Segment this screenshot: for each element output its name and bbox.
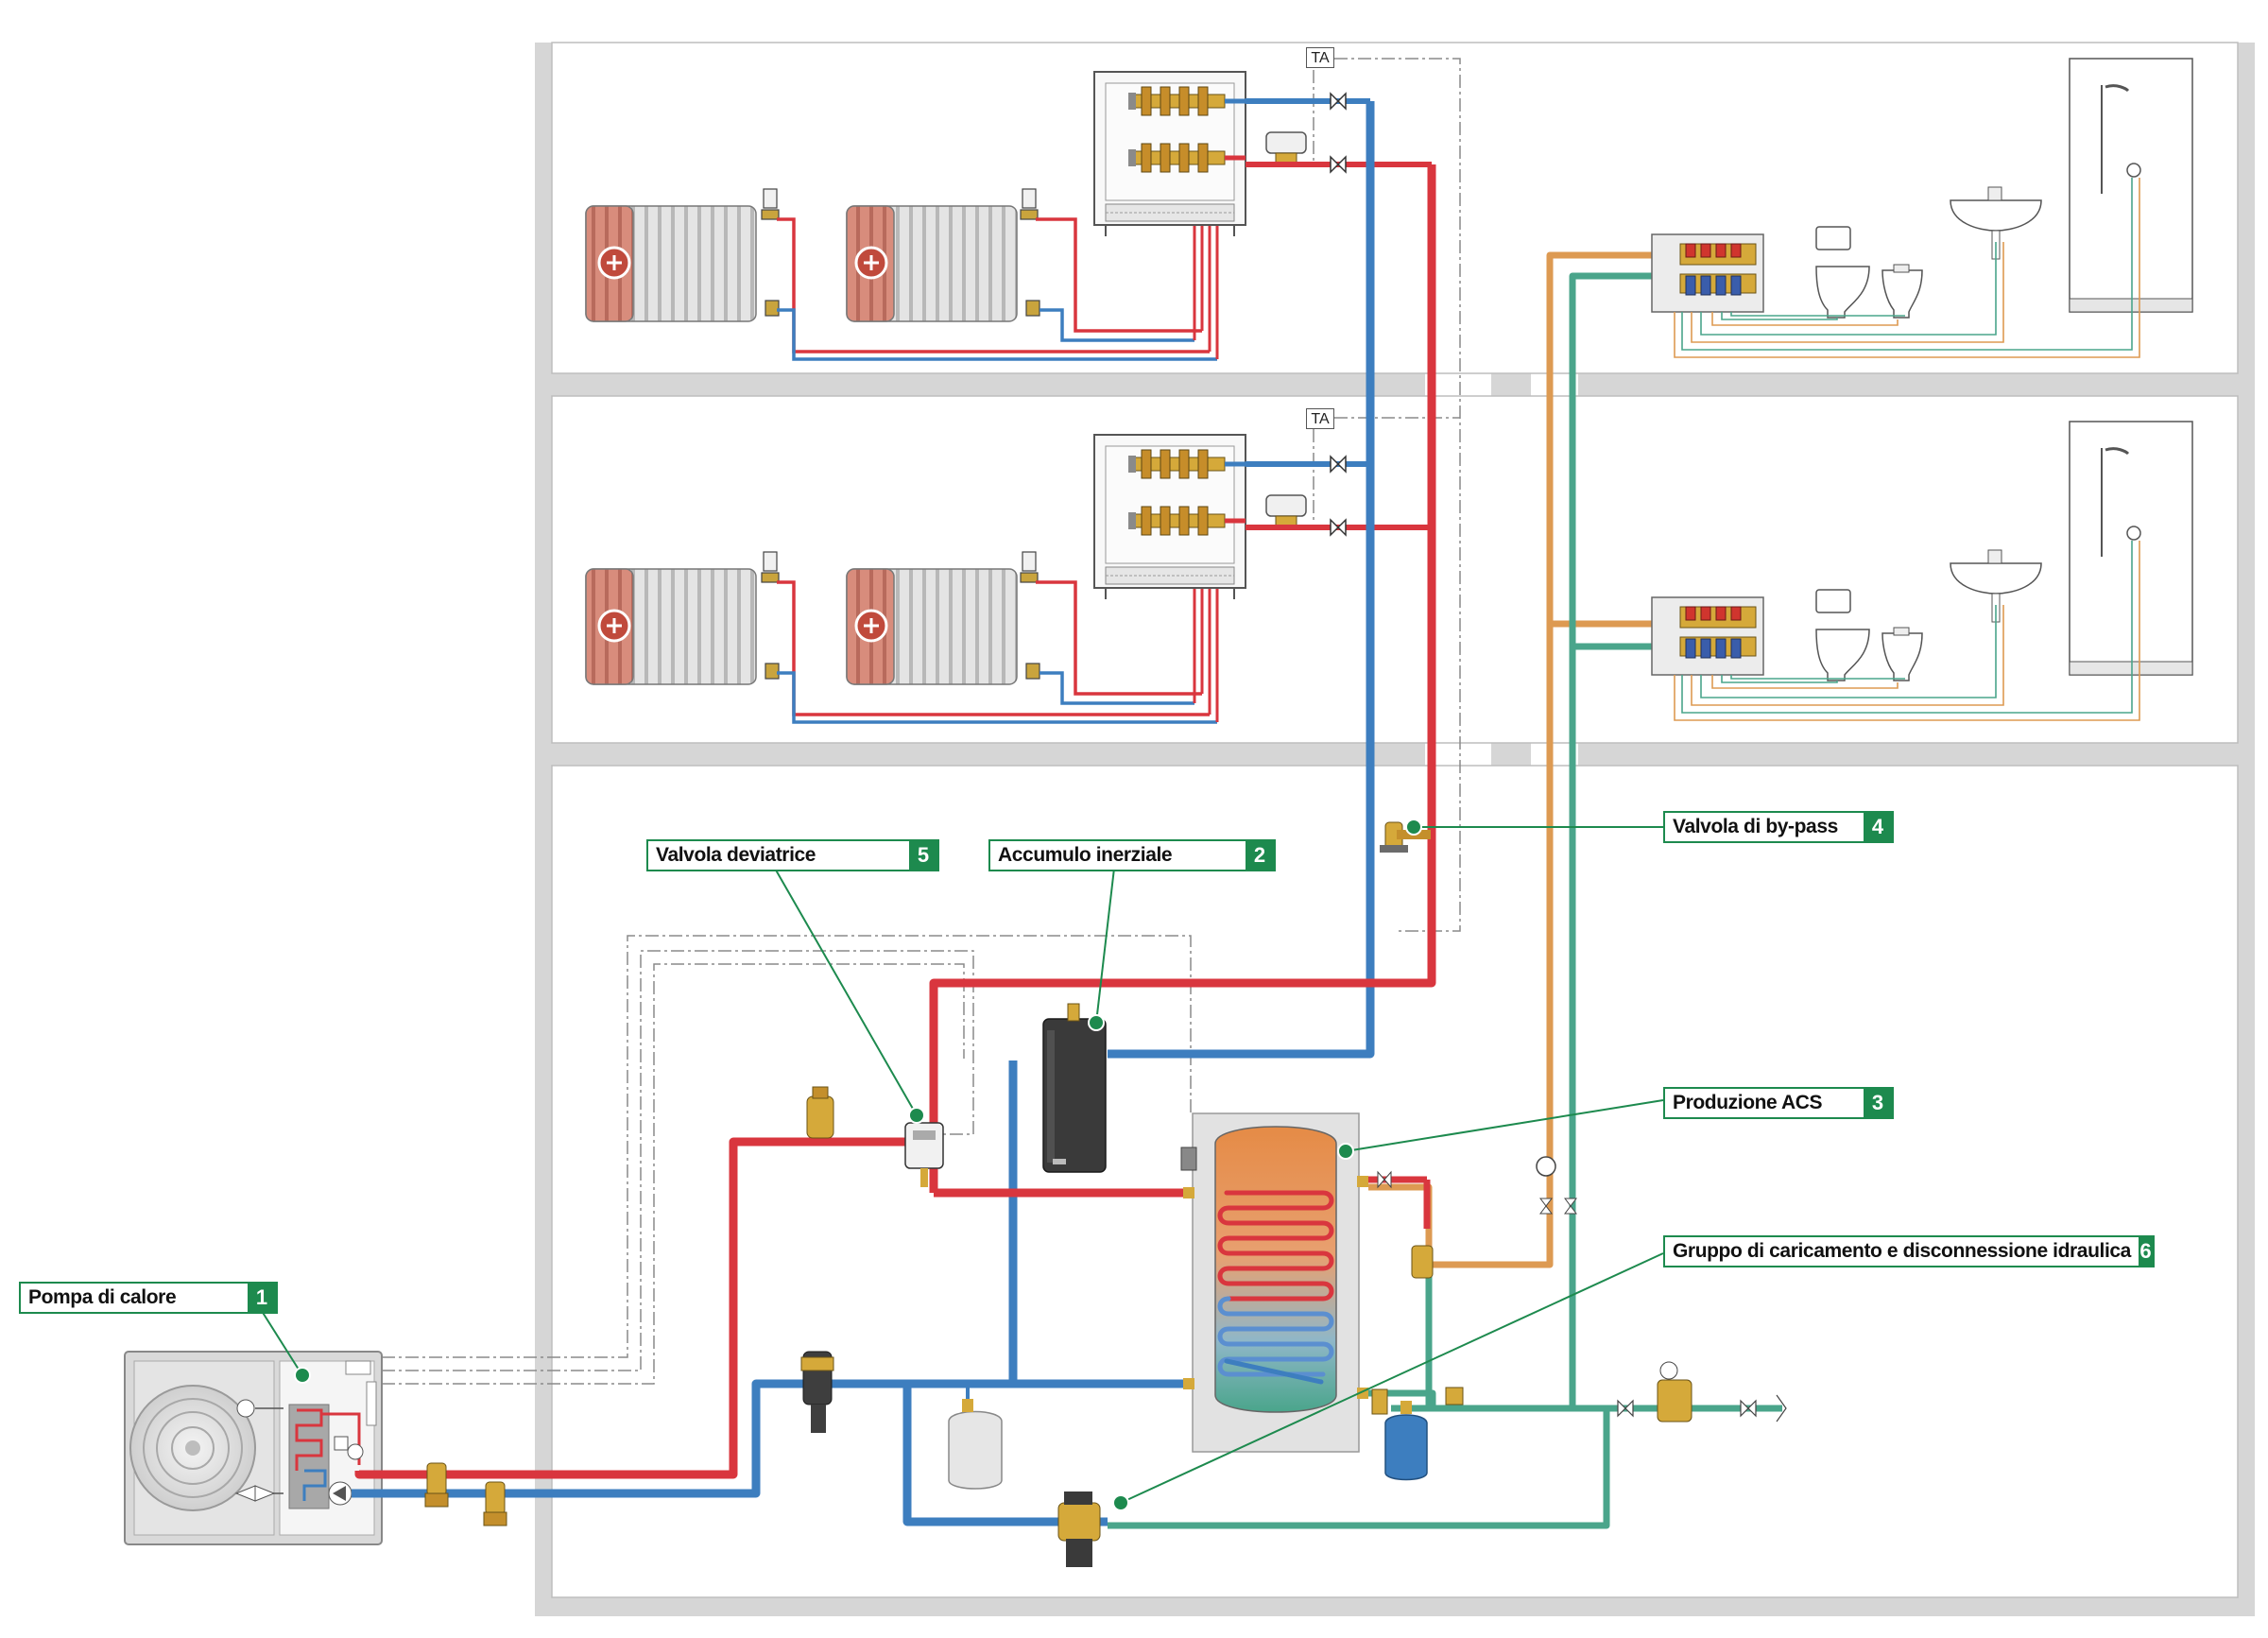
room-thermostat-upper: TA [1306,47,1334,68]
water-risers [1108,251,1782,1529]
callout-number: 1 [248,1284,276,1312]
dhw-tank-body [1180,1112,1368,1453]
buffer-tank-body [1042,1003,1107,1173]
heat-pump-unit [124,1351,383,1545]
callout-number: 3 [1864,1089,1892,1117]
callout-heat-pump: Pompa di calore 1 [19,1282,278,1314]
callout-buffer-tank: Accumulo inerziale 2 [988,839,1276,871]
callout-dhw-production: Produzione ACS 3 [1663,1087,1894,1119]
callout-label: Accumulo inerziale [998,844,1173,866]
manifold-cabinet [1093,71,1246,236]
callout-number: 2 [1246,841,1274,870]
callout-bypass-valve: Valvola di by-pass 4 [1663,811,1894,843]
callout-label: Produzione ACS [1673,1092,1823,1113]
dhw-mixing-group [1377,1156,1577,1279]
primary-components [424,1086,834,1526]
callout-diverter-valve: Valvola deviatrice 5 [646,839,939,871]
callout-label: Valvola deviatrice [656,844,816,866]
radiator [585,205,757,322]
callout-number: 5 [909,841,937,870]
callout-label: Pompa di calore [28,1286,177,1308]
bathroom-fixtures [1651,58,2193,358]
filling-group-body [1057,1361,1787,1567]
callout-leader-dots [294,819,1422,1511]
radiator [846,205,1018,322]
callout-filling-group: Gruppo di caricamento e disconnessione i… [1663,1235,2155,1267]
callout-number: 4 [1864,813,1892,841]
callout-leaders [254,826,1664,1504]
room-thermostat-middle: TA [1306,408,1334,429]
callout-label: Valvola di by-pass [1673,816,1838,837]
heating-risers [929,101,1436,1193]
primary-pipes [352,1060,1436,1526]
diverter-valve-body [904,1122,944,1187]
expansion-vessels [948,1387,1464,1490]
callout-label: Gruppo di caricamento e disconnessione i… [1673,1240,2131,1262]
callout-number: 6 [2138,1237,2153,1266]
upper-floor-heating [585,71,1432,361]
